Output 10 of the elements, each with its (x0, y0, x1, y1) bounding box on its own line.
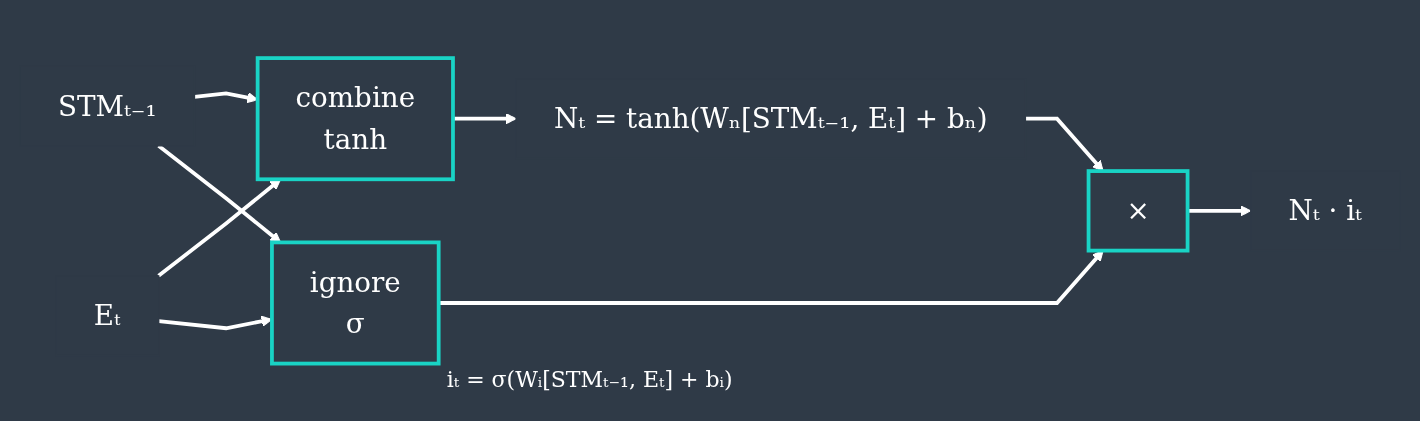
arrow (157, 144, 282, 243)
node-text: Nₜ = tanh(Wₙ[STMₜ₋₁, Eₜ] + bₙ) (554, 102, 988, 135)
node-box: × (1086, 168, 1190, 253)
node-box: ignore σ (270, 240, 441, 366)
node-text: Nₜ · iₜ (1288, 194, 1362, 227)
arrow (157, 178, 282, 277)
node-text: Eₜ (93, 299, 121, 332)
node-box: combine tanh (255, 55, 455, 181)
formula-text: iₜ = σ(Wᵢ[STMₜ₋₁, Eₜ] + bᵢ) (446, 367, 733, 393)
node-text: STMₜ₋₁ (58, 89, 157, 122)
